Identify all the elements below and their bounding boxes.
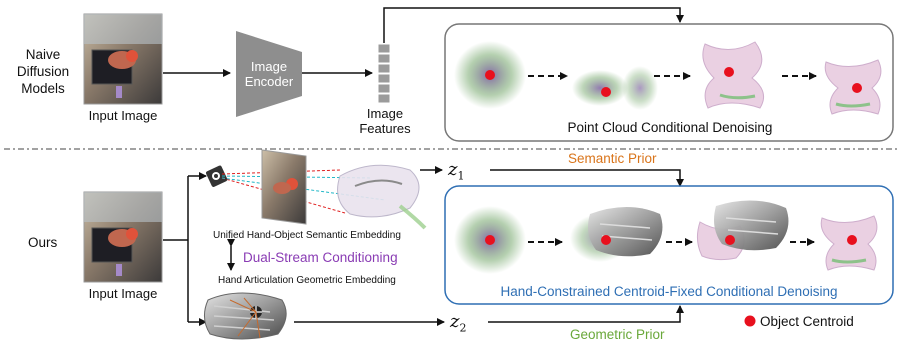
dual-stream-label: Dual-Stream Conditioning [243, 250, 398, 265]
ours-panel-caption: Hand-Constrained Centroid-Fixed Conditio… [500, 284, 838, 299]
top-input-caption: Input Image [88, 108, 158, 123]
centroid-dot [485, 70, 495, 80]
camera-icon [206, 165, 228, 187]
features-line-2: Features [359, 121, 411, 136]
centroid-dot [601, 87, 611, 97]
legend-centroid-dot [744, 315, 756, 327]
arrow-z1-to-panel [490, 169, 684, 187]
top-cloud-2 [572, 66, 658, 110]
geometric-embedding-label: Hand Articulation Geometric Embedding [218, 275, 396, 286]
geometric-prior-label: Geometric Prior [570, 327, 665, 342]
centroid-dot [725, 235, 735, 245]
centroid-dot [724, 67, 734, 77]
top-cloud-1 [454, 41, 526, 109]
encoder-label: Image Encoder [236, 59, 302, 89]
z2-letter: z [450, 311, 460, 332]
naive-line-1: Naive [25, 47, 61, 62]
centroid-dot [485, 235, 495, 245]
naive-line-3: Models [21, 81, 65, 96]
z1-letter: z [448, 159, 458, 180]
encoder-line-1: Image [250, 59, 288, 74]
centroid-dot [847, 235, 857, 245]
z2-label: z2 [450, 312, 466, 339]
hand-articulation-mesh [204, 292, 287, 340]
z1-label: z1 [448, 160, 464, 187]
bottom-input-image [83, 191, 163, 283]
naive-line-2: Diffusion [16, 64, 70, 79]
top-denoising-panel [444, 23, 894, 142]
bottom-cloud-3 [696, 200, 789, 261]
top-panel-caption: Point Cloud Conditional Denoising [567, 120, 773, 135]
centroid-dot [601, 235, 611, 245]
bottom-cloud-2 [570, 207, 663, 262]
bottom-cloud-4 [820, 215, 878, 271]
z2-subscript: 2 [459, 321, 467, 335]
top-cloud-4 [824, 59, 882, 115]
projected-image-plane [261, 149, 307, 225]
bottom-cloud-1 [454, 206, 526, 274]
image-features-stack [377, 43, 391, 104]
encoder-line-2: Encoder [244, 74, 294, 89]
ours-denoising-panel [444, 185, 894, 305]
naive-method-label: Naive Diffusion Models [10, 46, 76, 97]
features-line-1: Image [366, 106, 404, 121]
arrow-z2-to-panel [488, 305, 684, 323]
centroid-dot [852, 83, 862, 93]
semantic-object-cloud [337, 164, 427, 230]
features-label: Image Features [350, 106, 420, 136]
arrow-features-to-denoising [383, 7, 684, 43]
top-input-image [83, 13, 163, 105]
z1-subscript: 1 [457, 169, 465, 183]
ours-method-label: Ours [28, 235, 58, 250]
legend-label: Object Centroid [760, 314, 854, 329]
bottom-input-caption: Input Image [88, 286, 158, 301]
semantic-prior-label: Semantic Prior [568, 151, 657, 166]
image-encoder-shape [236, 31, 302, 117]
top-cloud-3 [702, 41, 765, 109]
unified-embedding-label: Unified Hand-Object Semantic Embedding [213, 230, 401, 241]
